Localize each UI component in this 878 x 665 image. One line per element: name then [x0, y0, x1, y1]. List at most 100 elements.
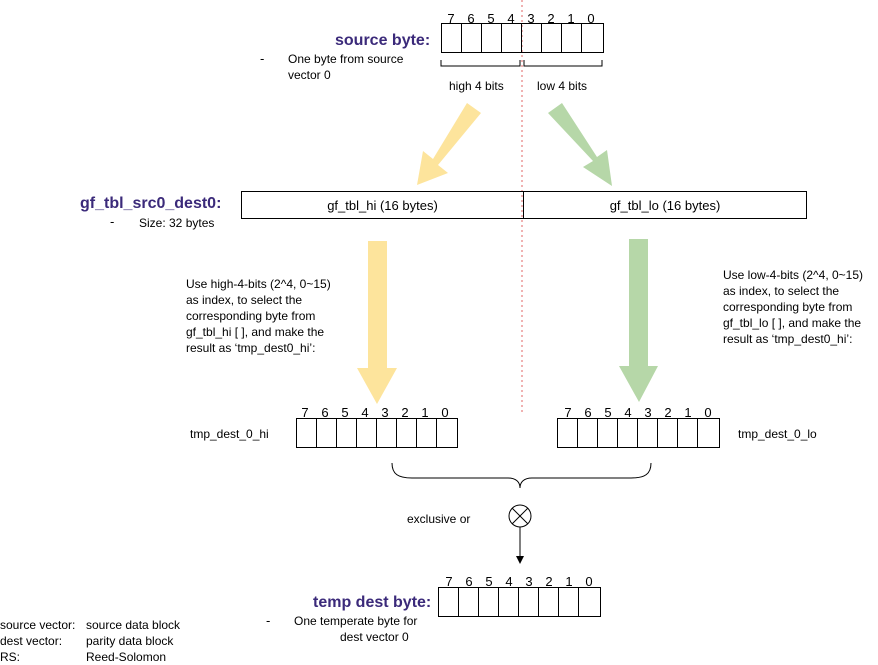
bit-number: 0: [704, 405, 712, 420]
dest-byte-box: [438, 587, 601, 617]
source-desc-line1: One byte from source: [288, 52, 404, 66]
bit-cell: [499, 588, 519, 616]
bit-cell: [579, 588, 599, 616]
tmp-lo-bit-numbers: 7 6 5 4 3 2 1 0: [558, 405, 718, 420]
gf-tbl-lo-cell: gf_tbl_lo (16 bytes): [609, 197, 721, 213]
bit-number: 6: [584, 405, 592, 420]
bit-number: 3: [527, 11, 535, 26]
bit-cell: [442, 24, 462, 52]
source-byte-title: source byte:: [335, 32, 431, 49]
green-diagonal-arrow: [548, 103, 612, 186]
bit-cell: [297, 419, 317, 447]
xor-label: exclusive or: [407, 512, 471, 526]
bit-number: 5: [485, 574, 493, 589]
bit-cell: [559, 588, 579, 616]
bit-cell: [519, 588, 539, 616]
tmp-hi-label: tmp_dest_0_hi: [190, 427, 269, 441]
dest-desc-line2: dest vector 0: [340, 630, 409, 644]
hi-note: Use high-4-bits (2^4, 0~15) as index, to…: [186, 276, 331, 356]
bit-number: 4: [624, 405, 632, 420]
bit-cell: [439, 588, 459, 616]
bit-number: 1: [421, 405, 429, 420]
bit-cell: [377, 419, 397, 447]
tmp-lo-byte-box: [557, 418, 720, 448]
high-bits-brace: [440, 60, 521, 67]
bit-cell: [542, 24, 562, 52]
bit-cell: [578, 419, 598, 447]
bit-number: 5: [604, 405, 612, 420]
bit-number: 5: [487, 11, 495, 26]
bit-number: 5: [341, 405, 349, 420]
hi-note-line: as index, to select the: [186, 293, 303, 307]
bit-cell: [618, 419, 638, 447]
lo-note-line: Use low-4-bits (2^4, 0~15): [723, 268, 864, 282]
lo-note-line: gf_tbl_lo [ ], and make the: [723, 316, 862, 330]
gf-table-dash: -: [110, 214, 115, 229]
bit-number: 2: [401, 405, 409, 420]
bit-number: 7: [301, 405, 309, 420]
bit-number: 3: [525, 574, 533, 589]
tmp-hi-bit-numbers: 7 6 5 4 3 2 1 0: [295, 405, 455, 420]
legend-def: source data block: [86, 618, 181, 632]
lo-note-line: result as ‘tmp_dest0_hi’:: [723, 332, 853, 346]
lo-note-line: corresponding byte from: [723, 300, 853, 314]
bit-cell: [397, 419, 417, 447]
bit-number: 6: [467, 11, 475, 26]
bit-cell: [479, 588, 499, 616]
bit-cell: [582, 24, 602, 52]
bit-cell: [598, 419, 618, 447]
bit-number: 1: [684, 405, 692, 420]
tmp-lo-label: tmp_dest_0_lo: [738, 427, 817, 441]
dest-desc-line1: One temperate byte for: [294, 614, 418, 628]
bit-number: 2: [547, 11, 555, 26]
bit-number: 7: [445, 574, 453, 589]
hi-note-line: Use high-4-bits (2^4, 0~15): [186, 277, 331, 291]
bit-number: 6: [321, 405, 329, 420]
source-bit-numbers: 7 6 5 4 3 2 1 0: [441, 11, 601, 26]
source-desc-line2: vector 0: [288, 68, 331, 82]
gf-table-size: Size: 32 bytes: [139, 216, 215, 230]
bit-number: 3: [381, 405, 389, 420]
bit-cell: [357, 419, 377, 447]
bit-cell: [317, 419, 337, 447]
bit-number: 0: [441, 405, 449, 420]
source-desc-dash: -: [260, 51, 265, 66]
bit-cell: [417, 419, 437, 447]
bit-cell: [678, 419, 698, 447]
yellow-diagonal-arrow: [417, 103, 481, 185]
green-down-arrow: [619, 239, 658, 402]
bit-cell: [482, 24, 502, 52]
low-bits-brace: [523, 60, 603, 67]
lo-note: Use low-4-bits (2^4, 0~15) as index, to …: [723, 267, 863, 347]
bit-number: 7: [447, 11, 455, 26]
bit-number: 1: [565, 574, 573, 589]
legend-term: RS:: [0, 650, 21, 664]
gf-table-title: gf_tbl_src0_dest0:: [80, 195, 222, 212]
source-byte-box: [441, 23, 604, 53]
xor-symbol-icon: [508, 504, 532, 528]
xor-output-arrowhead: [516, 556, 524, 564]
legend-term: dest vector:: [0, 634, 63, 648]
lo-note-line: as index, to select the: [723, 284, 840, 298]
hi-note-line: gf_tbl_hi [ ], and make the: [186, 325, 325, 339]
bit-number: 7: [564, 405, 572, 420]
legend-def: Reed-Solomon: [86, 650, 167, 664]
gf-table-box: gf_tbl_hi (16 bytes) gf_tbl_lo (16 bytes…: [241, 191, 807, 219]
bit-number: 2: [545, 574, 553, 589]
dest-byte-title: temp dest byte:: [313, 594, 432, 611]
bit-cell: [658, 419, 678, 447]
bit-cell: [698, 419, 718, 447]
bit-cell: [462, 24, 482, 52]
bit-number: 0: [587, 11, 595, 26]
bit-cell: [558, 419, 578, 447]
bit-number: 6: [465, 574, 473, 589]
yellow-down-arrow: [357, 241, 397, 404]
bit-number: 0: [585, 574, 593, 589]
bit-number: 1: [567, 11, 575, 26]
bit-cell: [562, 24, 582, 52]
bit-number: 4: [507, 11, 515, 26]
bit-cell: [522, 24, 542, 52]
bit-cell: [459, 588, 479, 616]
bit-cell: [437, 419, 457, 447]
